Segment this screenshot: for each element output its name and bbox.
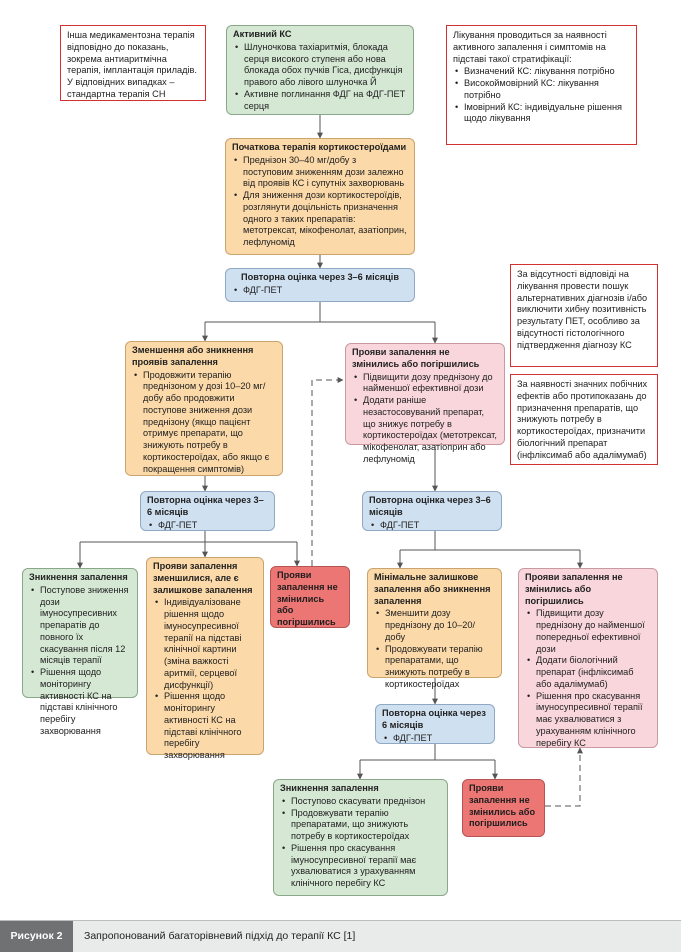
dashed-red2-to-nochange2 (545, 747, 583, 807)
list-item: ФДГ-ПЕТ (234, 285, 408, 297)
list-item: ФДГ-ПЕТ (149, 520, 268, 532)
box-title: Зникнення запалення (29, 572, 128, 582)
note-stratification: Лікування проводиться за наявності актив… (446, 25, 637, 145)
list-item: Поступово скасувати преднізон (282, 796, 441, 808)
list-item: Для зниження дози кортикостероїдів, розг… (234, 190, 408, 249)
box-reassess-2: Повторна оцінка через 3–6 місяців ФДГ-ПЕ… (140, 491, 275, 531)
note-stratification-intro: Лікування проводиться за наявності актив… (453, 30, 607, 64)
box-title: Повторна оцінка через 3–6 місяців (147, 495, 264, 517)
box-title: Повторна оцінка через 3–6 місяців (369, 495, 491, 517)
box-title: Прояви запалення не змінились або погірш… (469, 783, 536, 829)
list-item: Додати біологічний препарат (інфліксимаб… (527, 655, 651, 690)
list-item: ФДГ-ПЕТ (371, 520, 495, 532)
box-title: Мінімальне залишкове запалення або зникн… (374, 572, 491, 606)
note-other-therapy: Інша медикаментозна терапія відповідно д… (60, 25, 206, 101)
box-title: Зменшення або зникнення проявів запаленн… (132, 345, 254, 367)
list-item: Рішення про скасування імуносупресивної … (527, 691, 651, 750)
list-item: Рішення щодо моніторингу активності КС н… (155, 691, 257, 762)
figure-caption-text: Запропонований багаторівневий підхід до … (84, 930, 356, 942)
box-resolved-2: Зникнення запалення Поступово скасувати … (273, 779, 448, 896)
list-item: ФДГ-ПЕТ (384, 733, 488, 745)
box-active-ks: Активний КС Шлуночкова тахіаритмія, блок… (226, 25, 414, 115)
box-title: Початкова терапія кортикостероїдами (232, 142, 407, 152)
list-item: Індивідуалізоване рішення щодо імуносупр… (155, 597, 257, 691)
note-side-effects: За наявності значних побічних ефектів аб… (510, 374, 658, 465)
box-title: Прояви запалення не змінились або погірш… (525, 572, 623, 606)
dashed-red1-to-nochange1 (311, 377, 344, 566)
box-reassess-3: Повторна оцінка через 3–6 місяців ФДГ-ПЕ… (362, 491, 502, 531)
list-item: Рішення щодо моніторингу активності КС н… (31, 667, 131, 738)
list-item: Імовірний КС: індивідуальне рішення щодо… (455, 102, 630, 126)
box-initial-therapy: Початкова терапія кортикостероїдами Пред… (225, 138, 415, 255)
list-item: Продовжувати терапію препаратами, що зни… (376, 644, 495, 691)
list-item: Продовжити терапію преднізоном у дозі 10… (134, 370, 276, 476)
link-reassess3-split (400, 531, 580, 551)
list-item: Зменшити дозу преднізону до 10–20/добу (376, 608, 495, 643)
note-no-response: За відсутності відповіді на лікування пр… (510, 264, 658, 367)
list-item: Високоймовірний КС: лікування потрібно (455, 78, 630, 102)
list-item: Визначений КС: лікування потрібно (455, 66, 630, 78)
box-title: Зникнення запалення (280, 783, 379, 793)
box-decrease-inflammation: Зменшення або зникнення проявів запаленн… (125, 341, 283, 476)
list-item: Активне поглинання ФДГ на ФДГ-ПЕТ серця (235, 89, 407, 113)
box-title: Прояви запалення зменшилися, але є залиш… (153, 561, 253, 595)
list-item: Додати раніше незастосовуваний препарат,… (354, 395, 498, 466)
box-red-nochange-2: Прояви запалення не змінились або погірш… (462, 779, 545, 837)
box-title: Прояви запалення не змінились або погірш… (277, 570, 338, 628)
link-reassess1-split (204, 302, 436, 342)
box-resolved-1: Зникнення запалення Поступове зниження д… (22, 568, 138, 736)
box-minimal-residual: Мінімальне залишкове запалення або зникн… (367, 568, 502, 689)
box-red-nochange-1: Прояви запалення не змінились або погірш… (270, 566, 350, 628)
list-item: Преднізон 30–40 мг/добу з поступовим зни… (234, 155, 408, 190)
list-item: Підвищити дозу преднізону до найменшої е… (354, 372, 498, 396)
box-nochange-2: Прояви запалення не змінились або погірш… (518, 568, 658, 748)
box-nochange-1: Прояви запалення не змінились або погірш… (345, 343, 505, 464)
list-item: Поступове зниження дози імуносупресивних… (31, 585, 131, 667)
box-title: Повторна оцінка через 3–6 місяців (240, 272, 399, 282)
box-reassess-1: Повторна оцінка через 3–6 місяців ФДГ-ПЕ… (225, 268, 415, 302)
list-item: Підвищити дозу преднізону до найменшої п… (527, 608, 651, 655)
list-item: Продовжувати терапію препаратами, що зни… (282, 808, 441, 843)
link-reassess4-split (360, 744, 495, 761)
box-title: Прояви запалення не змінились або погірш… (352, 347, 480, 369)
figure-label: Рисунок 2 (0, 921, 73, 952)
box-title: Активний КС (233, 29, 292, 39)
box-reduced-residual: Прояви запалення зменшилися, але є залиш… (146, 557, 264, 760)
box-title: Повторна оцінка через 6 місяців (382, 708, 486, 730)
figure-caption: Рисунок 2 Запропонований багаторівневий … (0, 920, 681, 952)
link-reassess2-split (80, 531, 297, 543)
list-item: Рішення про скасування імуносупресивної … (282, 843, 441, 890)
box-reassess-4: Повторна оцінка через 6 місяців ФДГ-ПЕТ (375, 704, 495, 744)
list-item: Шлуночкова тахіаритмія, блокада серця ви… (235, 42, 407, 89)
